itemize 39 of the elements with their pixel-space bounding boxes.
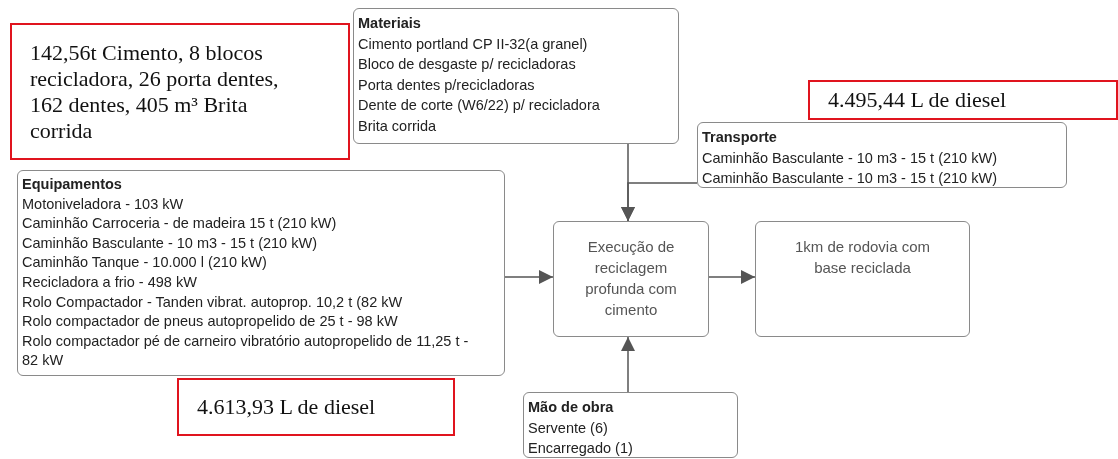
box-text: Caminhão Basculante - 10 m3 - 15 t (210 kW) bbox=[702, 169, 998, 189]
box-text: Rolo compactador pé de carneiro vibratório autopropelido de 11,25 t - 82 kW bbox=[22, 331, 470, 371]
box-heading: Materiais bbox=[358, 14, 422, 33]
box-heading: Transporte bbox=[702, 128, 778, 147]
box-text: Caminhão Basculante - 10 m3 - 15 t (210 kW) bbox=[702, 148, 998, 168]
box-text: Caminhão Tanque - 10.000 l (210 kW) bbox=[22, 253, 268, 273]
box-text: Motoniveladora - 103 kW bbox=[22, 194, 185, 214]
box-heading: Equipamentos bbox=[22, 175, 123, 194]
arrow bbox=[621, 336, 635, 393]
arrow bbox=[504, 270, 554, 284]
box-text: Recicladora a frio - 498 kW bbox=[22, 272, 198, 292]
box-text: Caminhão Basculante - 10 m3 - 15 t (210 kW) bbox=[22, 233, 318, 253]
note-text: 4.495,44 L de diesel bbox=[828, 87, 1008, 113]
note-box bbox=[808, 80, 1118, 120]
box-text: Porta dentes p/recicladoras bbox=[358, 75, 536, 95]
box-text: Servente (6) bbox=[528, 418, 609, 438]
list-box bbox=[523, 392, 738, 458]
note-box bbox=[177, 378, 455, 436]
box-text: Rolo Compactador - Tanden vibrat. autoprop. 10,2 t (82 kW bbox=[22, 292, 404, 312]
box-heading: Mão de obra bbox=[528, 398, 615, 417]
note-text: 142,56t Cimento, 8 blocos recicladora, 26 porta dentes, 162 dentes, 405 m³ Brita corrida bbox=[30, 39, 280, 144]
box-text: Dente de corte (W6/22) p/ recicladora bbox=[358, 96, 601, 116]
box-text: Encarregado (1) bbox=[528, 439, 634, 459]
list-box bbox=[697, 122, 1067, 188]
box-text: 1km de rodovia com base reciclada bbox=[793, 237, 932, 278]
list-box bbox=[353, 8, 679, 144]
box-text: Brita corrida bbox=[358, 116, 438, 136]
note-box bbox=[10, 23, 350, 160]
arrow bbox=[621, 182, 698, 222]
box-text: Rolo compactador de pneus autopropelido de 25 t - 98 kW bbox=[22, 312, 399, 332]
process-box bbox=[755, 221, 970, 337]
box-text: Caminhão Carroceria - de madeira 15 t (210 kW) bbox=[22, 214, 338, 234]
process-box bbox=[553, 221, 709, 337]
note-text: 4.613,93 L de diesel bbox=[197, 394, 377, 420]
box-text: Cimento portland CP II-32(a granel) bbox=[358, 34, 589, 54]
box-text: Bloco de desgaste p/ recicladoras bbox=[358, 55, 577, 75]
list-box bbox=[17, 170, 505, 376]
arrow bbox=[708, 270, 756, 284]
box-text: Execução de reciclagem profunda com cimento bbox=[584, 237, 678, 320]
